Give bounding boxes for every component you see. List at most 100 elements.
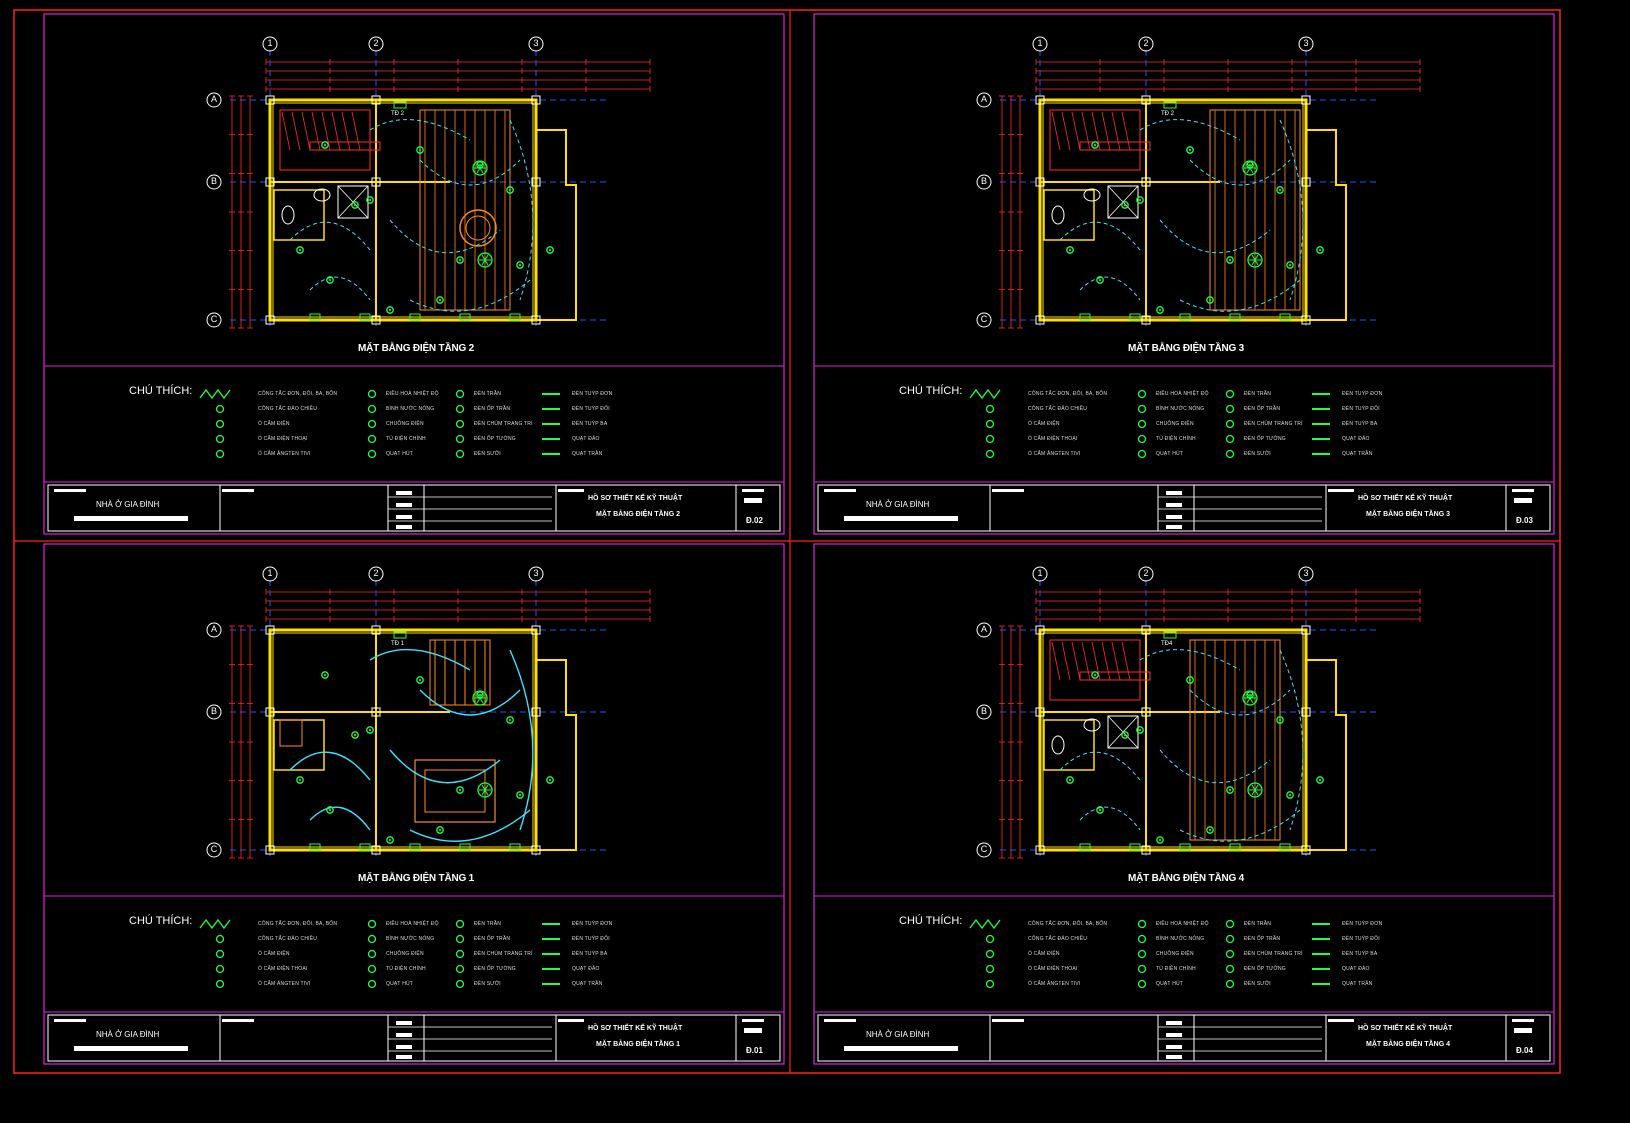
- sheet-border: [813, 13, 1555, 535]
- legend-item: QUẠT HÚT: [1156, 451, 1184, 457]
- legend-item: ĐÈN ỐP TRẦN: [1244, 936, 1281, 942]
- legend-item: ĐÈN TUÝP ĐƠN: [1342, 921, 1383, 927]
- legend: [969, 918, 1330, 989]
- title-block: [817, 1014, 1551, 1062]
- legend-item: ĐÈN ỐP TRẦN: [474, 406, 511, 412]
- legend-item: ĐÈN TUÝP ĐƠN: [1342, 391, 1383, 397]
- plan-title: MẶT BẰNG ĐIỆN TẦNG 2: [358, 343, 475, 354]
- sheet-1: [43, 13, 785, 535]
- legend-item: ĐÈN TUÝP BA: [572, 421, 608, 427]
- grid-col-label: 1: [1037, 568, 1043, 578]
- legend-item: QUẠT TRẦN: [572, 451, 603, 457]
- floor-plan: [976, 566, 1421, 859]
- grid-row-label: C: [210, 844, 218, 854]
- grid-row-label: A: [210, 94, 217, 104]
- legend-item: ĐÈN TUÝP BA: [572, 951, 608, 957]
- legend-item: ĐÈN CHÙM TRANG TRÍ: [1244, 421, 1303, 427]
- dossier-title: HỒ SƠ THIẾT KẾ KỸ THUẬT: [588, 495, 683, 502]
- legend-item: Ổ CẮM ĐIỆN THOẠI: [1028, 436, 1078, 442]
- legend-item: ĐÈN TUÝP ĐÔI: [572, 406, 610, 412]
- legend-item: ĐÈN TUÝP BA: [1342, 951, 1378, 957]
- grid-col-label: 3: [533, 568, 539, 578]
- grid-col-label: 2: [373, 568, 379, 578]
- legend-item: ĐÈN TUÝP ĐÔI: [1342, 406, 1380, 412]
- grid-col-label: 1: [1037, 38, 1043, 48]
- legend-item: ĐÈN SƯỞI: [1244, 451, 1271, 457]
- legend-item: Ổ CẮM ĐIỆN THOẠI: [258, 436, 308, 442]
- legend-item: Ổ CẮM ĐIỆN THOẠI: [258, 966, 308, 972]
- grid-row-label: A: [210, 624, 217, 634]
- title-block: [47, 1014, 781, 1062]
- grid-col-label: 2: [1143, 38, 1149, 48]
- legend-item: ĐÈN ỐP TƯỜNG: [474, 966, 516, 972]
- legend-item: QUẠT HÚT: [386, 981, 414, 987]
- legend-item: CHUÔNG ĐIỆN: [1156, 421, 1194, 427]
- sheet-border: [813, 543, 1555, 1065]
- legend-item: ĐÈN TUÝP ĐÔI: [572, 936, 610, 942]
- plan-title: MẶT BẰNG ĐIỆN TẦNG 3: [1128, 343, 1245, 354]
- drawing-title: MẶT BẰNG ĐIỆN TẦNG 2: [596, 511, 680, 518]
- legend-item: Ổ CẮM ĐIỆN THOẠI: [1028, 966, 1078, 972]
- legend-item: Ổ CẮM ĂNGTEN TIVI: [1028, 981, 1081, 987]
- grid-col-label: 3: [1303, 38, 1309, 48]
- legend-heading: CHÚ THÍCH:: [129, 915, 193, 927]
- legend-item: BÌNH NƯỚC NÓNG: [386, 406, 435, 412]
- drawing-title: MẶT BẰNG ĐIỆN TẦNG 4: [1366, 1041, 1450, 1048]
- sheet-number: Đ.02: [746, 516, 763, 525]
- legend-item: ĐÈN SƯỞI: [1244, 981, 1271, 987]
- sheet-3: [43, 543, 785, 1065]
- legend-item: ĐÈN ỐP TRẦN: [1244, 406, 1281, 412]
- legend-item: Ổ CẮM ĐIỆN: [258, 421, 290, 427]
- legend-item: QUẠT TRẦN: [1342, 451, 1373, 457]
- grid-col-label: 3: [533, 38, 539, 48]
- legend-item: CÔNG TẮC ĐẢO CHIỀU: [1028, 936, 1088, 942]
- legend-item: ĐÈN ỐP TƯỜNG: [1244, 436, 1286, 442]
- sheet-number: Đ.03: [1516, 516, 1533, 525]
- sheet-border: [43, 13, 785, 535]
- grid-col-label: 1: [267, 38, 273, 48]
- legend-item: QUẠT ĐẢO: [1342, 436, 1370, 442]
- legend-item: ĐÈN ỐP TRẦN: [474, 936, 511, 942]
- legend-item: Ổ CẮM ĐIỆN: [1028, 421, 1060, 427]
- legend-item: CHUÔNG ĐIỆN: [386, 421, 424, 427]
- sheet-number: Đ.01: [746, 1046, 763, 1055]
- grid-row-label: C: [980, 844, 988, 854]
- legend-item: CÔNG TẮC ĐƠN, ĐÔI, BA, BỐN: [1028, 921, 1108, 927]
- floor-plan: [976, 36, 1421, 329]
- grid-row-label: A: [980, 624, 987, 634]
- panel-label: TĐ4: [1161, 641, 1173, 647]
- legend-item: ĐIỀU HOÀ NHIỆT ĐỘ: [386, 391, 439, 397]
- project-name: NHÀ Ở GIA ĐÌNH: [866, 1030, 930, 1039]
- legend-item: QUẠT TRẦN: [572, 981, 603, 987]
- legend-item: ĐIỀU HOÀ NHIỆT ĐỘ: [386, 921, 439, 927]
- grid-row-label: C: [980, 314, 988, 324]
- legend-item: Ổ CẮM ĐIỆN: [1028, 951, 1060, 957]
- sheet-4: [813, 543, 1555, 1065]
- legend-item: ĐÈN TUÝP ĐƠN: [572, 921, 613, 927]
- panel-label: TĐ 2: [391, 111, 405, 117]
- exterior-wall: [268, 628, 538, 852]
- sheet-2: [813, 13, 1555, 535]
- legend-item: TỦ ĐIỆN CHÍNH: [1156, 966, 1196, 972]
- legend: [969, 388, 1330, 459]
- grid-row-label: A: [980, 94, 987, 104]
- legend-item: QUẠT ĐẢO: [1342, 966, 1370, 972]
- legend-item: ĐÈN CHÙM TRANG TRÍ: [474, 421, 533, 427]
- title-block: [817, 484, 1551, 532]
- legend-item: CÔNG TẮC ĐƠN, ĐÔI, BA, BỐN: [1028, 391, 1108, 397]
- panel-label: TĐ 2: [1161, 111, 1175, 117]
- legend-item: ĐÈN TUÝP ĐƠN: [572, 391, 613, 397]
- dossier-title: HỒ SƠ THIẾT KẾ KỸ THUẬT: [588, 1025, 683, 1032]
- legend-item: ĐÈN TRẦN: [474, 921, 502, 927]
- legend-item: QUẠT ĐẢO: [572, 966, 600, 972]
- project-name: NHÀ Ở GIA ĐÌNH: [866, 500, 930, 509]
- legend-item: Ổ CẮM ĂNGTEN TIVI: [258, 451, 311, 457]
- grid-col-label: 3: [1303, 568, 1309, 578]
- legend-item: ĐÈN ỐP TƯỜNG: [474, 436, 516, 442]
- legend-item: ĐÈN TUÝP BA: [1342, 421, 1378, 427]
